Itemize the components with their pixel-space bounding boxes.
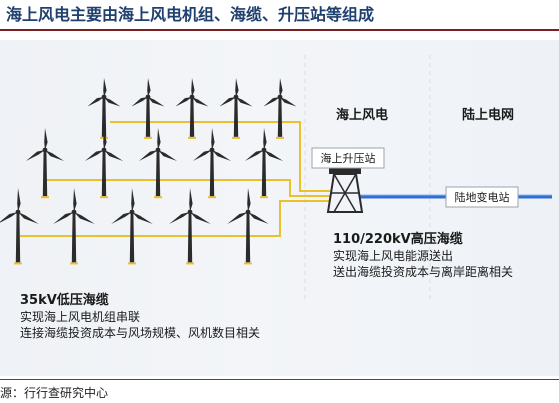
wind-turbine-icon xyxy=(175,78,209,139)
offshore-zone-heading: 海上风电 xyxy=(336,107,388,123)
onshore-substation-label: 陆地变电站 xyxy=(455,190,510,204)
high-voltage-line-1: 实现海上风电能源送出 xyxy=(333,248,453,263)
wind-turbine-icon xyxy=(192,128,232,199)
wind-turbine-icon xyxy=(87,78,121,139)
offshore-substation-box xyxy=(311,147,385,169)
onshore-zone-heading: 陆上电网 xyxy=(462,107,514,123)
low-voltage-cables xyxy=(20,121,330,237)
turbine-array xyxy=(0,78,297,265)
array-cable-row-2 xyxy=(45,179,330,197)
page-title: 海上风电主要由海上风电机组、海缆、升压站等组成 xyxy=(6,5,375,24)
low-voltage-line-1: 实现海上风电机组串联 xyxy=(20,309,140,324)
wind-turbine-icon xyxy=(25,128,65,199)
title-divider xyxy=(0,29,559,31)
low-voltage-line-2: 连接海缆投资成本与风场规模、风机数目相关 xyxy=(20,325,260,340)
wind-turbine-icon xyxy=(131,78,165,139)
source-note: 源：行行查研究中心 xyxy=(0,386,109,400)
array-cable-row-3 xyxy=(20,200,330,237)
wind-turbine-icon xyxy=(111,188,153,265)
wind-turbine-icon xyxy=(227,188,269,265)
high-voltage-heading: 110/220kV高压海缆 xyxy=(333,231,463,247)
wind-turbine-icon xyxy=(263,78,297,139)
array-cable-row-1 xyxy=(110,121,330,192)
low-voltage-heading: 35kV低压海缆 xyxy=(20,292,109,308)
wind-turbine-icon xyxy=(138,128,178,199)
wind-turbine-icon xyxy=(244,128,284,199)
wind-turbine-icon xyxy=(219,78,253,139)
wind-turbine-icon xyxy=(84,128,124,199)
high-voltage-line-2: 送出海缆投资成本与离岸距离相关 xyxy=(333,264,513,279)
wind-turbine-icon xyxy=(53,188,95,265)
wind-turbine-icon xyxy=(0,188,39,265)
onshore-substation-box xyxy=(445,186,519,208)
source-divider xyxy=(0,379,559,380)
wind-turbine-icon xyxy=(169,188,211,265)
offshore-substation-label: 海上升压站 xyxy=(321,151,376,165)
